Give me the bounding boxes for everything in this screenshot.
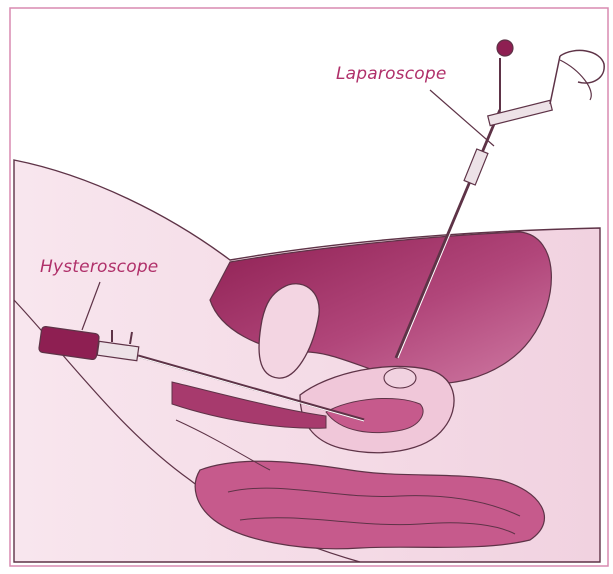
laparoscope-leader bbox=[430, 90, 494, 146]
fallopian-bulb bbox=[384, 368, 416, 388]
hysteroscope-label: Hysteroscope bbox=[40, 257, 158, 277]
laparoscope-label: Laparoscope bbox=[336, 64, 447, 84]
